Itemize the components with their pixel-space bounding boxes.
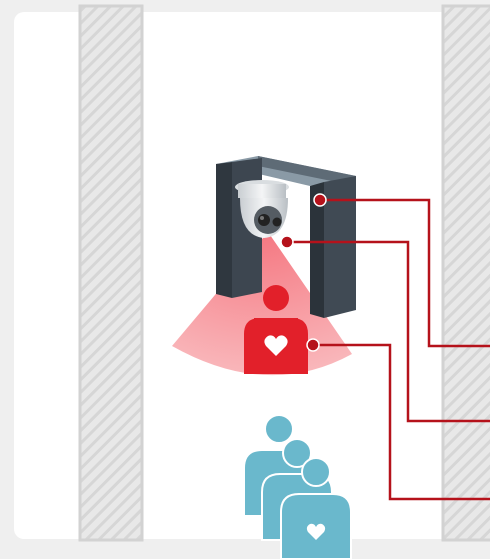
queue-person-3 bbox=[280, 457, 352, 559]
person-heart-icon bbox=[244, 285, 308, 374]
queued-people-icon bbox=[243, 414, 352, 559]
leader-line-person bbox=[306, 338, 490, 501]
left-pillar bbox=[78, 4, 144, 542]
dome-camera-icon bbox=[235, 180, 289, 238]
leader-line-frame bbox=[313, 193, 490, 348]
leader-line-camera bbox=[280, 235, 490, 423]
right-pillar bbox=[441, 4, 490, 542]
